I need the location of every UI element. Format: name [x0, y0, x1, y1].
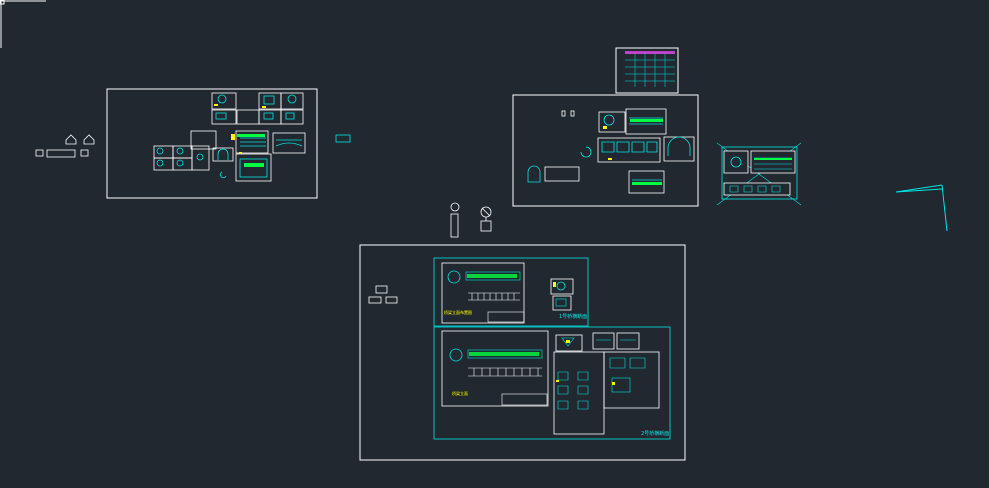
bridge-caption-lower: 2号桥横断面	[641, 431, 670, 437]
drawing-sheet-left[interactable]	[35, 88, 351, 199]
drawing-sheet-bottom[interactable]	[359, 244, 686, 461]
small-left-caption-lower: 桥梁立面	[452, 391, 468, 396]
compass-symbol-icon	[450, 202, 492, 238]
north-arrow-icon	[895, 184, 948, 232]
bridge-caption-upper: 1号桥横断面	[559, 314, 588, 320]
drawing-sheet-upper-right[interactable]	[512, 47, 802, 207]
ucs-origin-icon	[0, 0, 46, 48]
small-sheet-cross-marked[interactable]	[716, 142, 802, 206]
small-left-caption-upper: 桥梁立面布置图	[444, 310, 472, 315]
